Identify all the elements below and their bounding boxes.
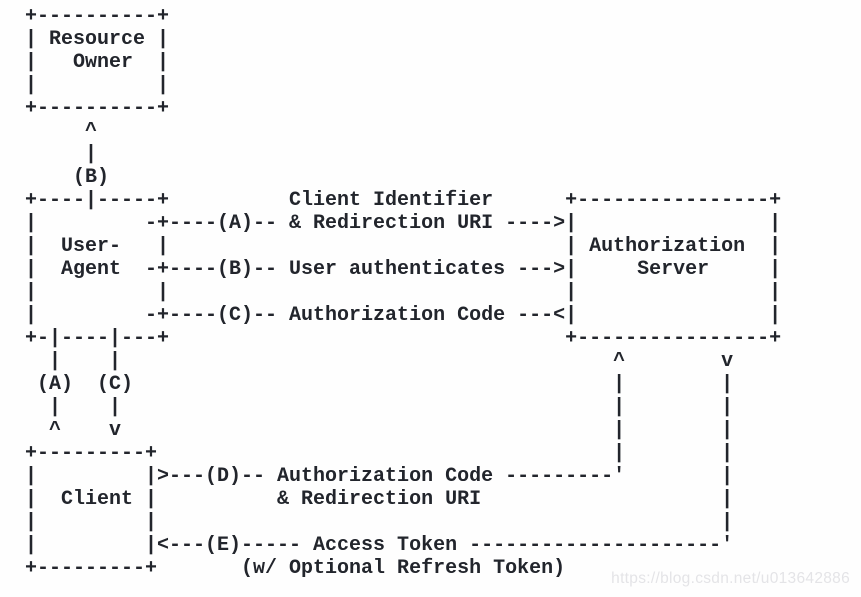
- watermark: https://blog.csdn.net/u013642886: [611, 570, 850, 587]
- oauth-flow-ascii-diagram: +----------+ | Resource | | Owner | | | …: [25, 5, 782, 580]
